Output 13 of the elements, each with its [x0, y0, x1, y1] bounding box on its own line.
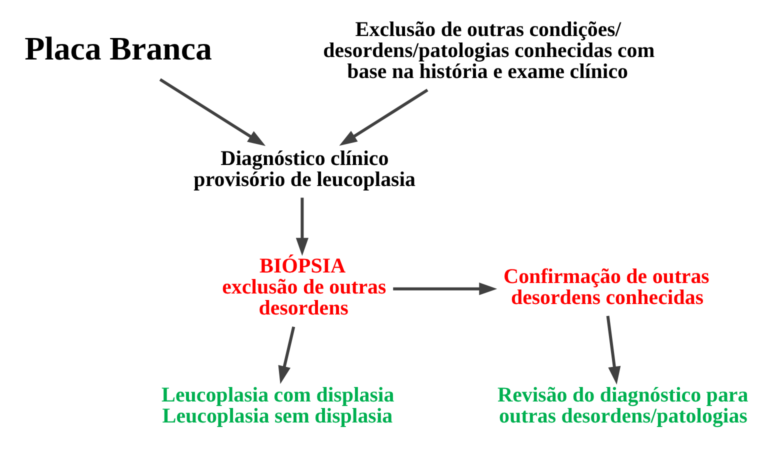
node-text: Leucoplasia com displasia Leucoplasia sem displasia — [162, 382, 394, 428]
node-text: Revisão do diagnóstico para outras desordens/patologias — [497, 382, 748, 428]
arrow — [278, 326, 296, 384]
node-text: BIÓPSIA exclusão de outras desordens — [222, 254, 386, 320]
node-text: Diagnóstico clínico provisório de leucoplasia — [194, 146, 416, 191]
arrow — [393, 282, 498, 296]
arrow — [296, 198, 308, 256]
arrow — [606, 316, 621, 385]
node-text: Confirmação de outras desordens conhecidas — [503, 264, 710, 310]
arrow — [159, 78, 266, 146]
node-text: Exclusão de outras condições/ desordens/patologias conhecidas com base na história e exame clínico — [323, 17, 655, 84]
arrow — [339, 88, 428, 146]
node-text: Placa Branca — [24, 31, 212, 68]
